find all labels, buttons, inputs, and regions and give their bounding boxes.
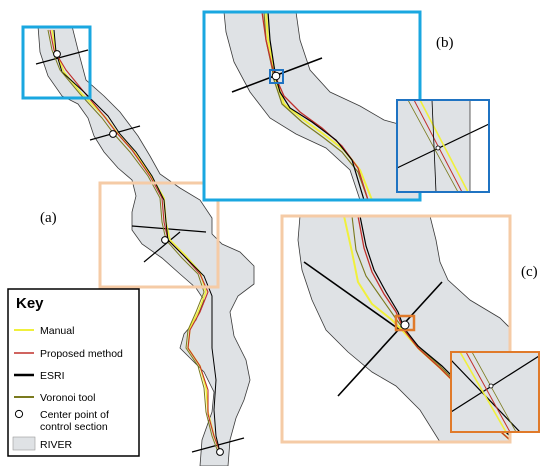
legend-title: Key [16,295,44,312]
control-section [451,355,539,413]
esri-line [267,12,365,200]
panel-label-c: (c) [521,264,538,280]
legend-swatch-river [12,436,36,451]
esri-line [431,100,437,192]
legend-label-voronoi: Voronoi tool [40,392,95,404]
manual-line [459,352,507,432]
inset-frame-b [396,99,490,193]
legend-frame [7,288,140,457]
center-point [271,71,281,81]
legend-label-manual: Manual [40,325,74,337]
proposed-line [465,352,511,432]
legend-swatch-center-point [14,409,24,419]
manual-line [419,100,469,192]
center-point [53,50,61,58]
legend-label-proposed: Proposed method [40,348,123,360]
inset-locator-c [394,314,416,332]
control-section [337,281,443,397]
manual-line [51,29,221,453]
center-point [488,383,494,389]
control-section [303,261,401,331]
center-point [435,145,441,151]
zoom-frame-c [280,214,512,444]
control-section [397,123,489,169]
panel-label-a: (a) [40,210,57,226]
control-section [143,231,181,263]
panel-label-b: (b) [436,35,454,51]
inset-locator-b [269,69,284,84]
legend: Key Manual Proposed method ESRI Voronoi … [7,288,140,457]
panel-c [280,214,540,444]
center-point [216,448,224,456]
legend-label-river: RIVER [40,439,73,451]
control-section [35,49,89,65]
panel-a-river [21,25,255,466]
inset-frame-c [450,351,540,433]
inset-c [450,351,540,433]
center-point [161,236,169,244]
voronoi-line [471,352,517,432]
voronoi-line [47,29,219,453]
legend-label-center-point-line1: Center point of [40,409,109,421]
esri-line [53,29,221,453]
zoom-box-c [98,181,220,289]
zoom-box-b [21,25,92,100]
center-point [109,130,117,138]
legend-label-esri: ESRI [40,370,65,382]
voronoi-line [407,100,459,192]
control-section [131,225,207,233]
inset-b [396,99,490,193]
center-point [400,320,410,330]
river-polygon [397,100,470,192]
panel-b [202,10,490,202]
legend-label-center-point-line2: control section [40,421,108,433]
